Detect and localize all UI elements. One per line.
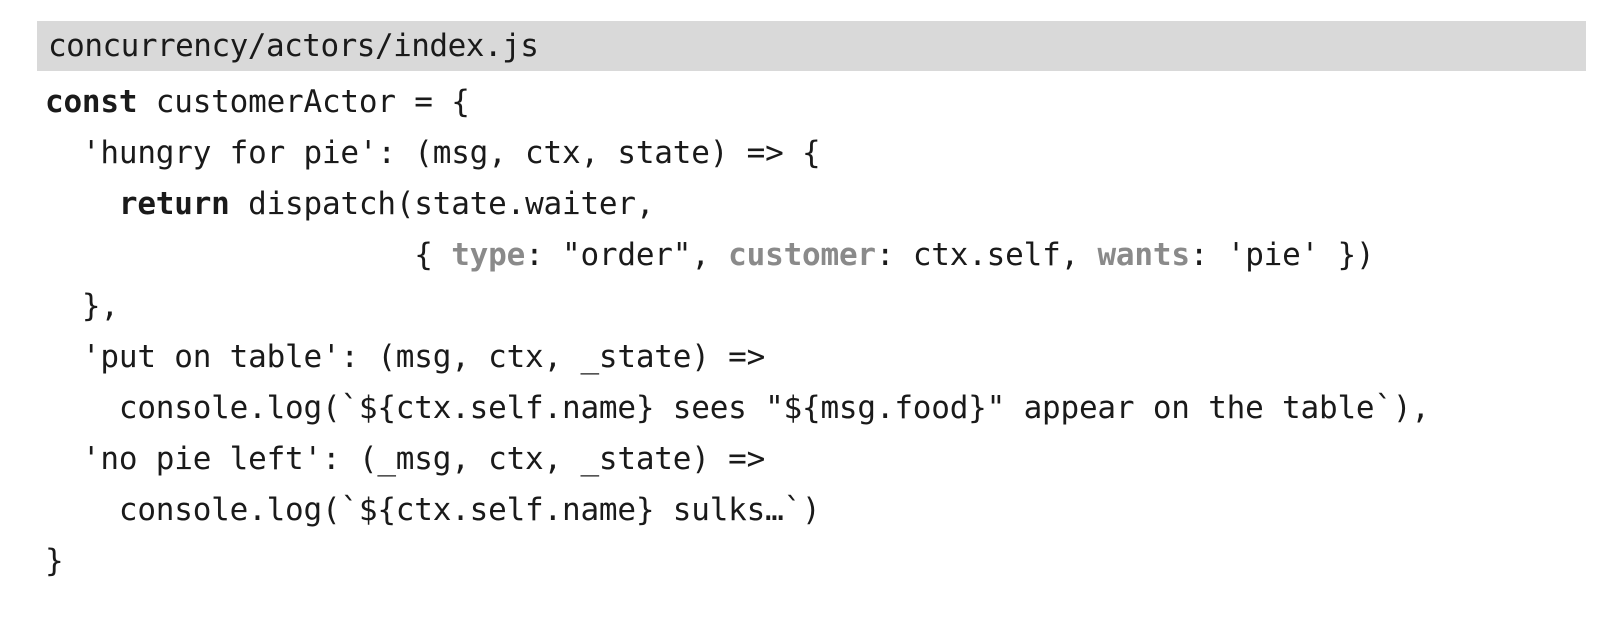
code-line: console.log(`${ctx.self.name} sees "${ms… [45,383,1607,434]
code-line: const customerActor = { [45,77,1607,128]
code-segment-keyword: return [118,186,230,222]
code-segment-plain: 'put on table': (msg, ctx, _state) => [45,339,766,375]
code-line: 'no pie left': (_msg, ctx, _state) => [45,434,1607,485]
code-line: } [45,536,1607,587]
code-segment-plain: dispatch(state.waiter, [229,186,655,222]
code-segment-property: type [451,237,526,273]
code-segment-plain [45,186,119,222]
code-line: return dispatch(state.waiter, [45,179,1607,230]
filename-bar: concurrency/actors/index.js [37,21,1586,71]
code-line: 'put on table': (msg, ctx, _state) => [45,332,1607,383]
code-segment-plain: { [45,237,452,273]
code-segment-plain: console.log(`${ctx.self.name} sees "${ms… [45,390,1430,426]
code-line: console.log(`${ctx.self.name} sulks…`) [45,485,1607,536]
code-segment-plain: 'no pie left': (_msg, ctx, _state) => [45,441,766,477]
code-segment-plain: customerActor = { [137,84,470,120]
code-segment-keyword: const [45,84,138,120]
code-segment-plain: } [45,543,64,579]
code-segment-property: wants [1097,237,1190,273]
code-segment-plain: : ctx.self, [875,237,1098,273]
code-segment-plain: console.log(`${ctx.self.name} sulks…`) [45,492,821,528]
code-segment-plain: 'hungry for pie': (msg, ctx, state) => { [45,135,821,171]
code-block: const customerActor = { 'hungry for pie'… [45,77,1607,587]
code-line: { type: "order", customer: ctx.self, wan… [45,230,1607,281]
code-segment-plain: : "order", [525,237,729,273]
filename-label: concurrency/actors/index.js [48,28,539,64]
code-line: 'hungry for pie': (msg, ctx, state) => { [45,128,1607,179]
code-snippet: concurrency/actors/index.js const custom… [0,21,1607,587]
code-segment-plain: : 'pie' }) [1189,237,1375,273]
code-segment-plain: }, [45,288,119,324]
code-line: }, [45,281,1607,332]
code-segment-property: customer [728,237,876,273]
